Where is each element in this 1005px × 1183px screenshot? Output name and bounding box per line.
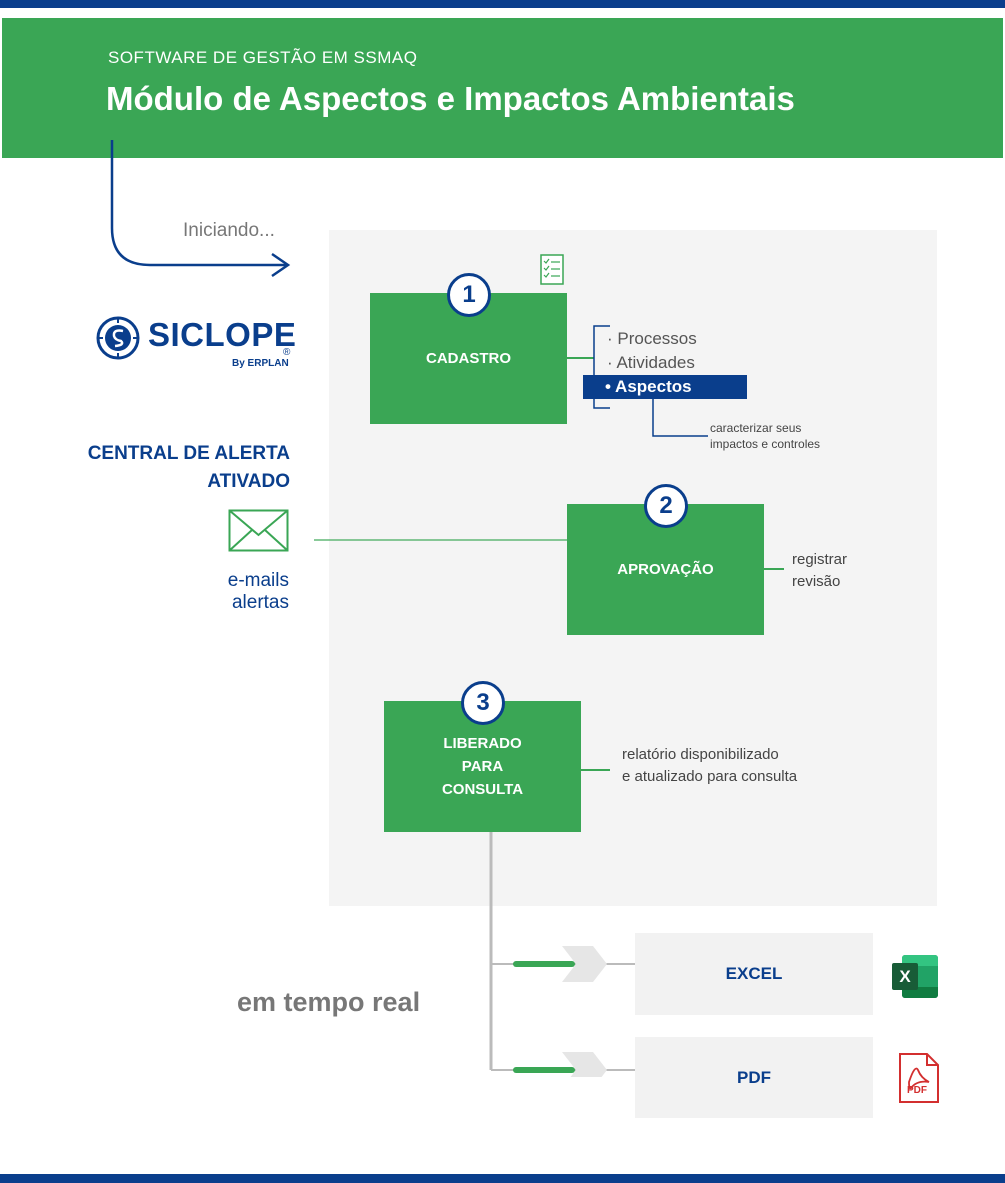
start-arrow [110,140,291,278]
aspectos-pointer [652,399,708,437]
pdf-icon-text: PDF [907,1085,927,1096]
logo-name: SICLOPE [148,316,297,353]
cadastro-bracket [593,325,610,409]
list-item-aspectos: • Aspectos [605,377,692,396]
output-excel-label: EXCEL [725,964,783,983]
step-consulta-line-3: CONSULTA [441,781,524,798]
logo-byline: By ERPLAN [232,358,289,369]
output-pdf: PDF [635,1037,873,1118]
aspectos-note-line-2: impactos e controles [710,437,821,451]
step-cadastro-label: CADASTRO [426,350,511,367]
excel-icon: X [892,955,938,998]
aprovacao-note-line-1: registrar [792,551,848,568]
aspectos-note-line-1: caracterizar seus [710,421,802,435]
step-consulta-line-1: LIBERADO [443,735,522,752]
alert-title: CENTRAL DE ALERTA ATIVADO [40,440,290,496]
aprovacao-connector [764,568,784,570]
pdf-icon [899,1053,939,1103]
mail-alerts-label: e-mails alertas [150,570,289,614]
list-item-aspectos-highlight [583,375,747,399]
alert-connector [314,539,568,541]
excel-icon-letter: X [892,963,918,990]
step-consulta-line-2: PARA [461,758,504,775]
list-item-processos: · Processos [607,329,697,348]
checklist-icon [540,254,564,285]
mail-line-2: alertas [231,592,289,613]
realtime-label: em tempo real [237,987,421,1017]
siclope-logo-icon [96,316,140,360]
top-border [0,0,1005,8]
logo-registered: ® [283,347,291,358]
step-cadastro-box: CADASTRO [370,293,567,424]
consulta-note: relatório disponibilizado e atualizado p… [622,744,797,788]
aspectos-note: caracterizar seus impactos e controles [710,420,820,452]
mail-line-1: e-mails [227,570,289,591]
aprovacao-note: registrar revisão [792,549,847,593]
step-3-badge: 3 [461,681,505,725]
consulta-note-line-2: e atualizado para consulta [622,768,798,785]
consulta-note-line-1: relatório disponibilizado [622,746,779,763]
bottom-border [0,1174,1005,1183]
step-1-badge: 1 [447,273,491,317]
envelope-icon [228,509,289,552]
alert-line-1: CENTRAL DE ALERTA [87,443,290,464]
start-label: Iniciando... [183,220,275,241]
alert-line-2: ATIVADO [207,471,290,492]
output-tree [489,832,635,1077]
header-banner [2,18,1003,158]
consulta-connector [581,769,610,771]
output-pdf-label: PDF [737,1067,771,1087]
list-item-atividades: · Atividades [607,353,695,372]
page-title: Módulo de Aspectos e Impactos Ambientais [106,80,795,117]
cadastro-connector [567,357,594,359]
output-excel: EXCEL [635,933,873,1015]
aprovacao-note-line-2: revisão [792,573,841,590]
step-2-badge: 2 [644,484,688,528]
step-aprovacao-label: APROVAÇÃO [617,561,714,578]
header-subtitle: SOFTWARE DE GESTÃO EM SSMAQ [108,48,418,67]
